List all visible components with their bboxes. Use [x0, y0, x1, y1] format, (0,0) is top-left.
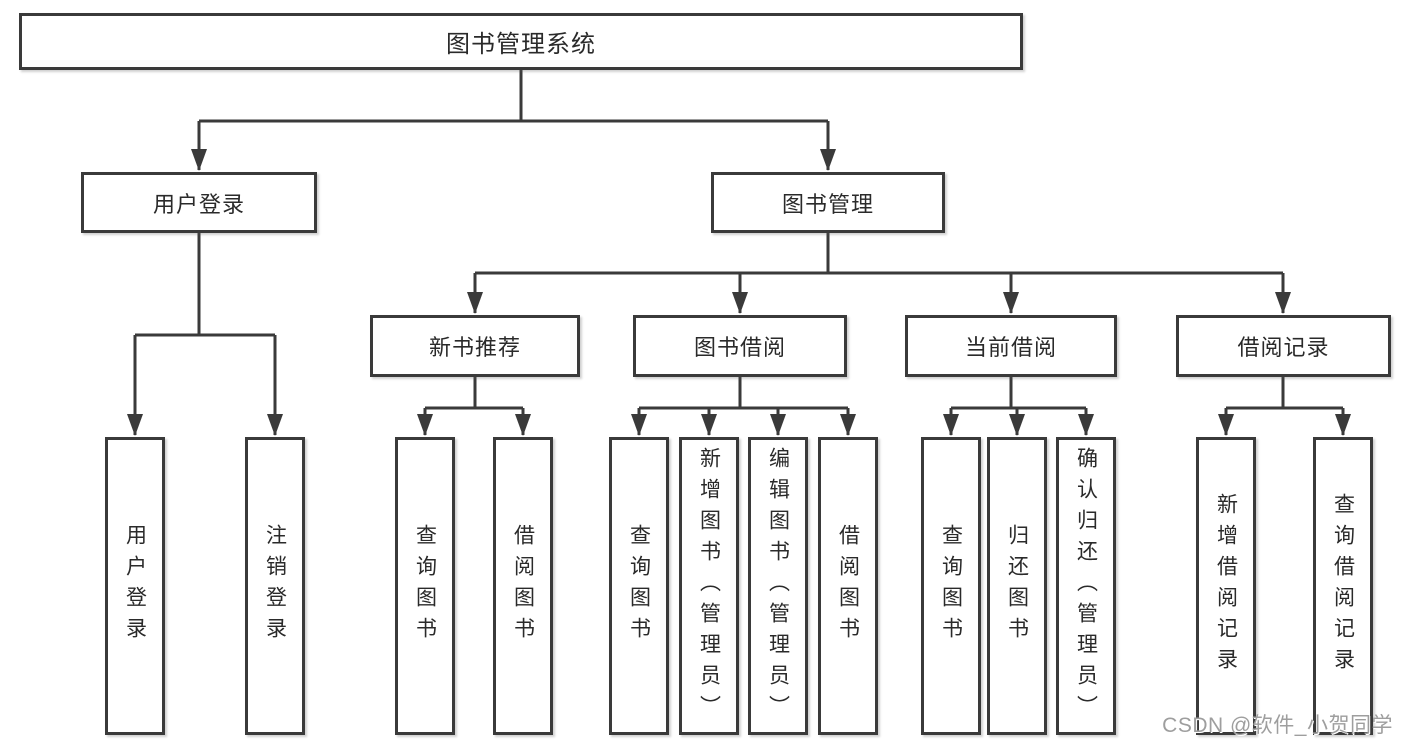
leaf-logout-login: 注销登录: [245, 437, 305, 735]
node-library-management-system: 图书管理系统: [19, 13, 1023, 70]
connector-borrowing-records: [1226, 377, 1343, 410]
leaf-nbr-borrow-books: 借阅图书: [493, 437, 553, 735]
leaf-cb-query-books: 查询图书: [921, 437, 981, 735]
leaf-br-add-record: 新增借阅记录: [1196, 437, 1256, 735]
leaf-bb-add-books-admin: 新增图书（管理员）: [679, 437, 739, 735]
connector-book-management: [475, 233, 1283, 275]
node-user-login: 用户登录: [81, 172, 317, 233]
connector-new-book-recommend: [425, 377, 523, 410]
connector-user-login: [135, 233, 275, 337]
node-borrowing-records: 借阅记录: [1176, 315, 1391, 377]
leaf-bb-edit-books-admin: 编辑图书（管理员）: [748, 437, 808, 735]
leaf-cb-return-books: 归还图书: [987, 437, 1047, 735]
connector-current-borrowing: [951, 377, 1086, 410]
leaf-cb-confirm-return-admin: 确认归还（管理员）: [1056, 437, 1116, 735]
leaf-bb-borrow-books: 借阅图书: [818, 437, 878, 735]
connector-book-borrowing: [639, 377, 848, 410]
node-current-borrowing: 当前借阅: [905, 315, 1117, 377]
node-book-borrowing: 图书借阅: [633, 315, 847, 377]
node-book-management: 图书管理: [711, 172, 945, 233]
leaf-nbr-query-books: 查询图书: [395, 437, 455, 735]
leaf-br-query-record: 查询借阅记录: [1313, 437, 1373, 735]
leaf-bb-query-books: 查询图书: [609, 437, 669, 735]
connector-root-stub: [199, 70, 828, 123]
watermark: CSDN @软件_小贺同学: [1162, 714, 1393, 737]
leaf-user-login: 用户登录: [105, 437, 165, 735]
node-new-book-recommend: 新书推荐: [370, 315, 580, 377]
